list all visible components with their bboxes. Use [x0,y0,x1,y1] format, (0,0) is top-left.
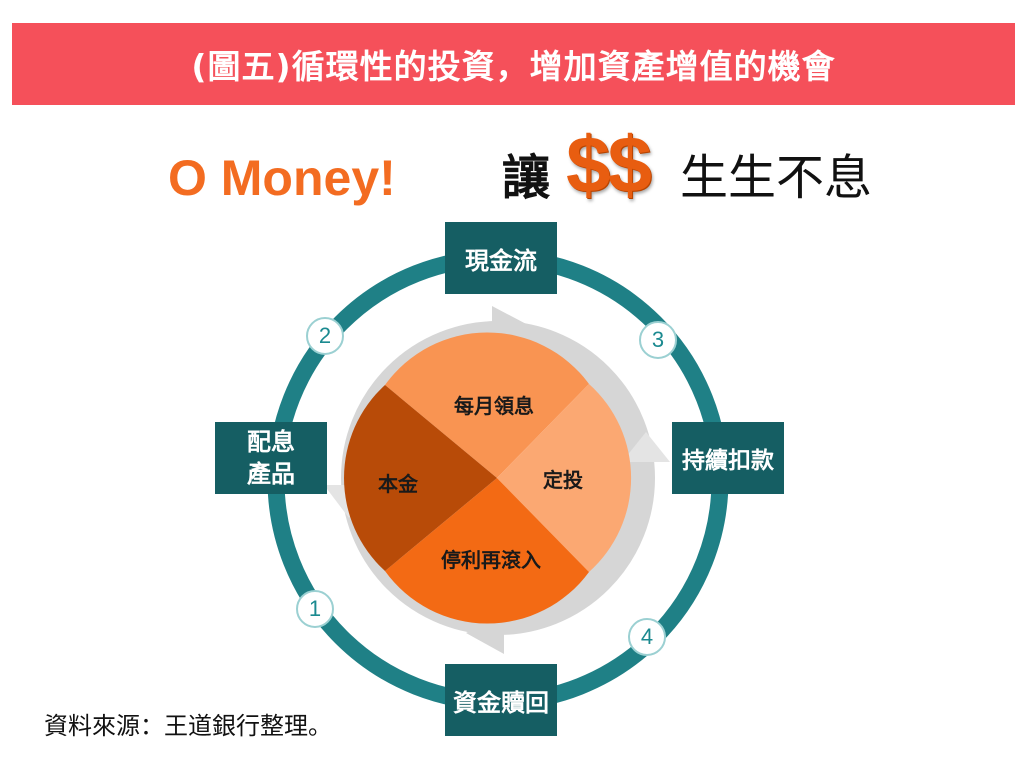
node-dividend-line1: 配息 [247,428,295,456]
pie-label-monthly-interest: 每月領息 [454,394,534,418]
step-badge-4: 4 [628,618,666,656]
page-title: (圖五)循環性的投資，增加資產增值的機會 [191,47,836,86]
step-badge-2: 2 [306,317,344,355]
pie-chart [344,332,632,624]
arrowhead-right [622,432,670,462]
pie-slice-left [344,385,497,571]
node-fund-redemption: 資金贖回 [445,664,557,736]
node-continuous-deduction: 持續扣款 [672,422,784,494]
pie-label-reinvest: 停利再滾入 [441,548,541,572]
step-badge-1: 1 [296,590,334,628]
node-dividend-line2: 產品 [247,460,295,488]
pie-slice-top [385,332,589,478]
brand-text: O Money! [168,150,396,206]
title-banner: (圖五)循環性的投資，增加資產增值的機會 [12,23,1015,105]
pie-slice-bottom [385,478,589,624]
step-badge-3: 3 [639,321,677,359]
pie-label-regular-investment: 定投 [543,468,583,492]
pie-slice-right [497,384,632,572]
node-dividend-product: 配息 產品 [215,422,327,494]
pie-label-principal: 本金 [378,472,418,496]
slogan-suffix: 生生不息 [680,150,873,206]
source-note: 資料來源：王道銀行整理。 [44,712,332,740]
dollar-signs: $$ [566,120,652,209]
slogan-prefix: 讓 [502,150,551,206]
node-cash-flow: 現金流 [445,222,557,294]
